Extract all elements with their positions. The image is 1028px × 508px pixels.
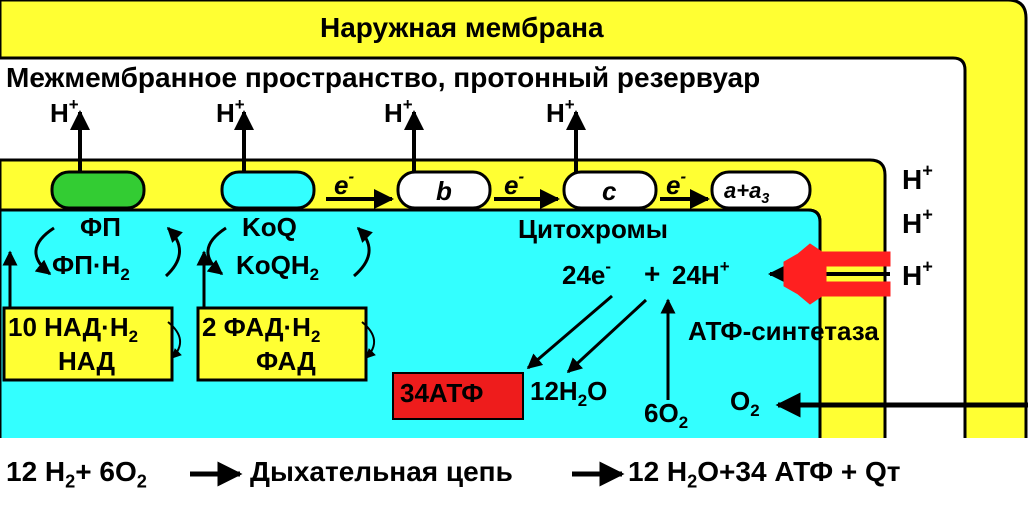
e-label-1: e- bbox=[334, 167, 355, 200]
h-proton-right-2: H+ bbox=[902, 204, 933, 239]
atp-box bbox=[392, 372, 524, 420]
six-o2-label: 6O2 bbox=[644, 398, 689, 432]
atp-34-label: 34АТФ bbox=[400, 378, 484, 408]
equation-left: 12 H2+ 6O2 bbox=[6, 456, 147, 492]
cyt-c-label: c bbox=[602, 176, 617, 206]
cyt-aa3-label: a+a3 bbox=[724, 178, 770, 207]
fad-box bbox=[196, 306, 368, 382]
cyt-b-carrier bbox=[396, 170, 492, 210]
atp-synthase-label: АТФ-синтетаза bbox=[688, 316, 879, 346]
to-water-arrow bbox=[566, 298, 648, 374]
nad-loop bbox=[167, 321, 182, 359]
cyt-aa3-carrier bbox=[710, 170, 812, 210]
equation-right: 12 H2O+34 АТФ + Qт bbox=[628, 456, 901, 492]
cyt-b-label: b bbox=[436, 176, 452, 206]
reaction-plus: + bbox=[644, 258, 661, 289]
e-label-2: e- bbox=[504, 167, 525, 200]
to-atp-arrow bbox=[526, 294, 613, 370]
koq-carrier bbox=[220, 170, 316, 210]
cyt-c-carrier bbox=[562, 170, 658, 210]
fp-carrier bbox=[50, 170, 146, 210]
equation-middle: Дыхательная цепь bbox=[250, 456, 513, 487]
atp-synthase-shape bbox=[783, 243, 891, 305]
h-proton-1: H+ bbox=[50, 95, 79, 128]
h-proton-right-3: H+ bbox=[902, 256, 933, 291]
fad-loop bbox=[361, 321, 376, 359]
koqh2-label: KoQH2 bbox=[236, 250, 320, 284]
intermembrane-label: Межмембранное пространство, протонный ре… bbox=[6, 62, 761, 93]
outer-membrane-label: Наружная мембрана bbox=[320, 12, 604, 43]
cytochromes-label: Цитохромы bbox=[518, 214, 668, 244]
reaction-electrons: 24e- bbox=[562, 257, 612, 290]
h-proton-right-1: H+ bbox=[902, 160, 933, 195]
h-proton-4: H+ bbox=[546, 95, 575, 128]
h-proton-2: H+ bbox=[216, 95, 245, 128]
nad-label: НАД bbox=[58, 346, 116, 376]
h-proton-3: H+ bbox=[384, 95, 413, 128]
fp-h2-label: ФП·H2 bbox=[52, 250, 130, 284]
fp-cycle-right bbox=[164, 226, 183, 278]
o2-label: O2 bbox=[730, 386, 760, 420]
fp-label: ФП bbox=[80, 212, 121, 242]
nad-box bbox=[2, 306, 174, 382]
water-label: 12H2O bbox=[530, 376, 608, 410]
nad-h2-label: 10 НАД·H2 bbox=[8, 312, 139, 346]
koq-label: KoQ bbox=[242, 212, 297, 242]
e-label-3: e- bbox=[666, 167, 687, 200]
reaction-protons: 24H+ bbox=[672, 257, 730, 290]
fad-h2-label: 2 ФАД·H2 bbox=[202, 312, 321, 346]
fp-cycle-left bbox=[34, 226, 55, 276]
koq-cycle-right bbox=[353, 226, 373, 278]
fad-label: ФАД bbox=[256, 346, 316, 376]
